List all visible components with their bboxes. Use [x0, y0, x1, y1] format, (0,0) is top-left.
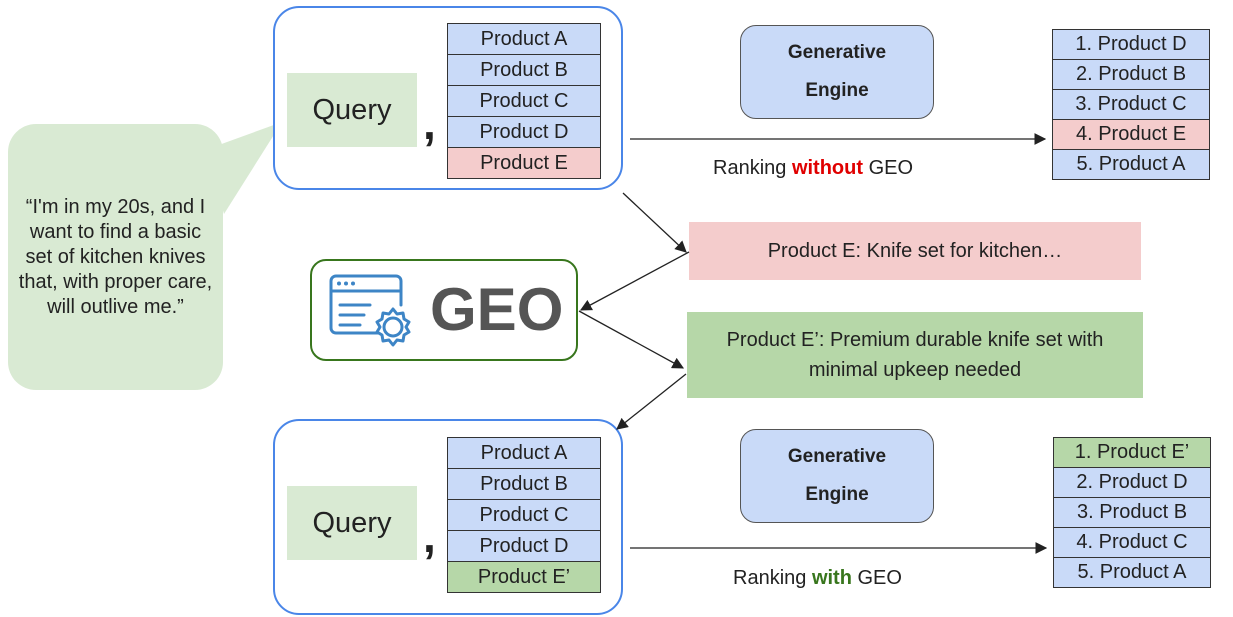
bottom-caption: Ranking with GEO — [733, 567, 902, 590]
top-caption: Ranking without GEO — [713, 157, 913, 180]
bottom-caption-before: Ranking — [733, 567, 812, 589]
bottom-product-e-prime: Product E’ — [447, 561, 601, 593]
bottom-engine-line1: Generative — [787, 446, 887, 467]
bottom-query-label: Query — [287, 486, 417, 560]
bottom-engine-line2: Engine — [805, 484, 869, 505]
top-product-b: Product B — [447, 54, 601, 86]
geo-to-optimized-arrow — [578, 310, 685, 369]
bottom-generative-engine: Generative Engine — [740, 429, 934, 523]
settings-window-icon — [329, 274, 411, 347]
top-query-label: Query — [287, 73, 417, 147]
geo-box: GEO — [310, 259, 578, 361]
product-e-to-description-arrow — [622, 192, 687, 253]
geo-label: GEO — [430, 276, 564, 343]
bottom-rank-3: 3. Product B — [1053, 497, 1211, 528]
top-product-e: Product E — [447, 147, 601, 179]
user-query-bubble: “I'm in my 20s, and I want to find a bas… — [8, 124, 223, 390]
bottom-product-b: Product B — [447, 468, 601, 500]
description-to-geo-arrow — [579, 251, 690, 311]
original-description-box: Product E: Knife set for kitchen… — [689, 222, 1141, 280]
top-query-text: Query — [312, 93, 392, 126]
top-product-a: Product A — [447, 23, 601, 55]
original-description-text: Product E: Knife set for kitchen… — [767, 240, 1063, 262]
optimized-to-bottom-arrow — [616, 373, 687, 430]
bottom-product-d: Product D — [447, 530, 601, 562]
top-generative-engine: Generative Engine — [740, 25, 934, 119]
top-engine-line1: Generative — [787, 42, 887, 63]
top-ranking-list: 1. Product D 2. Product B 3. Product C 4… — [1052, 29, 1210, 180]
top-product-c: Product C — [447, 85, 601, 117]
top-comma: , — [423, 97, 436, 149]
bottom-rank-4: 4. Product C — [1053, 527, 1211, 558]
top-engine-line2: Engine — [805, 80, 869, 101]
user-query-text: “I'm in my 20s, and I want to find a bas… — [18, 195, 213, 318]
bottom-query-text: Query — [312, 506, 392, 539]
bottom-ranking-list: 1. Product E’ 2. Product D 3. Product B … — [1053, 437, 1211, 588]
bottom-product-a: Product A — [447, 437, 601, 469]
top-rank-4: 4. Product E — [1052, 119, 1210, 150]
top-caption-after: GEO — [863, 157, 914, 179]
top-product-list: Product A Product B Product C Product D … — [447, 23, 601, 179]
bottom-rank-5: 5. Product A — [1053, 557, 1211, 588]
top-rank-5: 5. Product A — [1052, 149, 1210, 180]
bottom-product-list: Product A Product B Product C Product D … — [447, 437, 601, 593]
bottom-caption-highlight: with — [811, 567, 852, 589]
top-caption-before: Ranking — [713, 157, 792, 179]
bottom-caption-after: GEO — [851, 567, 902, 589]
top-rank-3: 3. Product C — [1052, 89, 1210, 120]
bottom-comma: , — [423, 510, 436, 562]
top-product-d: Product D — [447, 116, 601, 148]
top-caption-highlight: without — [791, 157, 864, 179]
optimized-description-text: Product E’: Premium durable knife set wi… — [726, 329, 1104, 381]
optimized-description-box: Product E’: Premium durable knife set wi… — [687, 312, 1143, 398]
bottom-product-c: Product C — [447, 499, 601, 531]
top-rank-1: 1. Product D — [1052, 29, 1210, 60]
